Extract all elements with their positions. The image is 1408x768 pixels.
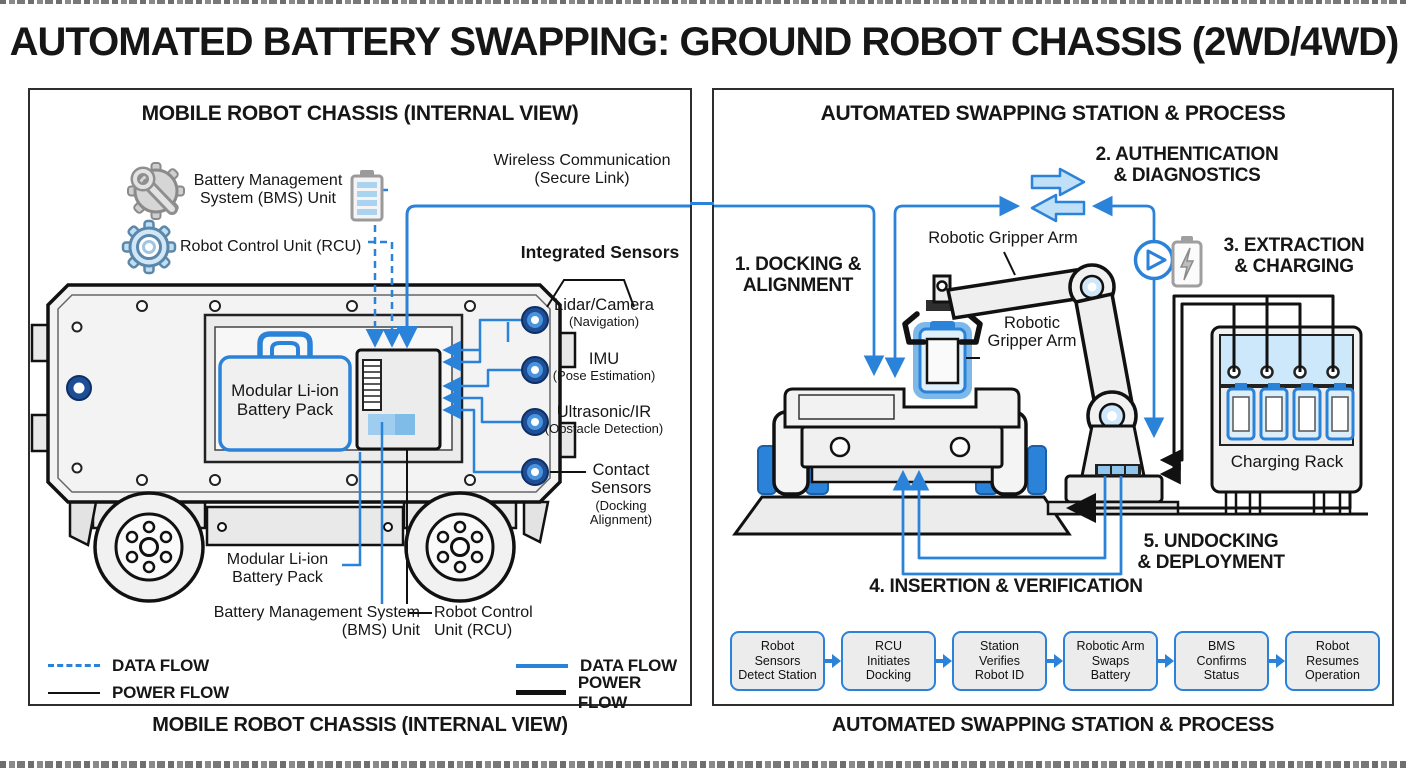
rcu-pointer-label: Robot Control Unit (RCU) [434, 604, 533, 639]
sensor-label-lidar: Lidar/Camera (Navigation) [554, 296, 654, 330]
battery-icon [350, 170, 384, 222]
step-insertion-label: 4. INSERTION & VERIFICATION [869, 576, 1143, 597]
swapping-station-panel: AUTOMATED SWAPPING STATION & PROCESS 2. … [712, 88, 1394, 706]
battery-pack-label: Modular Li-ion Battery Pack [231, 381, 339, 420]
sensor-wiring [442, 318, 535, 474]
left-panel-caption: MOBILE ROBOT CHASSIS (INTERNAL VIEW) [152, 714, 568, 736]
rcu-label: Robot Control Unit (RCU) [180, 238, 362, 255]
step-docking-label: 1. DOCKING & ALIGNMENT [734, 254, 862, 297]
legend-item: POWER FLOW [516, 673, 690, 712]
legend-item: DATA FLOW [516, 652, 690, 679]
process-step-box: Robot Resumes Operation [1285, 631, 1380, 691]
legend-item: DATA FLOW [48, 652, 229, 679]
pointer-lines [966, 251, 1016, 359]
left-panel-header: MOBILE ROBOT CHASSIS (INTERNAL VIEW) [141, 102, 579, 125]
station-drawing [714, 167, 1368, 576]
rack-battery-slots [1226, 383, 1355, 441]
flow-arrow-icon [825, 654, 841, 668]
chassis-bolts [71, 300, 476, 486]
legend-left: DATA FLOW POWER FLOW [48, 652, 229, 706]
flow-arrow-icon [936, 654, 952, 668]
sensor-ports [521, 306, 549, 486]
flow-arrow-icon [1047, 654, 1063, 668]
bms-pointer-label: Battery Management System (BMS) Unit [213, 604, 420, 639]
battery-charge-icon [1171, 236, 1203, 288]
integrated-sensors-label: Integrated Sensors [520, 242, 680, 262]
process-step-box: Robotic Arm Swaps Battery [1063, 631, 1158, 691]
process-step-box: RCU Initiates Docking [841, 631, 936, 691]
thick-black-line-swatch [516, 690, 566, 695]
sensor-label-contact: Contact Sensors (Docking Alignment) [589, 461, 653, 528]
right-panel-header: AUTOMATED SWAPPING STATION & PROCESS [820, 102, 1286, 125]
sensor-label-imu: IMU (Pose Estimation) [552, 350, 656, 384]
docked-robot [757, 387, 1047, 496]
right-panel-caption: AUTOMATED SWAPPING STATION & PROCESS [831, 714, 1275, 736]
wheel-left [93, 491, 205, 603]
gear-icon [121, 219, 177, 275]
data-flow-lines [714, 195, 1165, 576]
gripper-arm-label-2: Robotic Gripper Arm [987, 314, 1077, 351]
solid-blue-line-swatch [516, 663, 568, 668]
legend-item: POWER FLOW [48, 679, 229, 706]
bottom-artifact-strip [0, 761, 1408, 768]
mobile-robot-chassis-panel: MOBILE ROBOT CHASSIS (INTERNAL VIEW) Bat… [28, 88, 692, 712]
wireless-communication-label: Wireless Communication (Secure Link) [493, 152, 671, 187]
top-artifact-strip [0, 0, 1408, 4]
dashed-line-swatch [48, 664, 100, 667]
step-authentication-label: 2. AUTHENTICATION & DIAGNOSTICS [1095, 144, 1279, 187]
thin-line-swatch [48, 691, 100, 694]
flow-arrow-icon [1269, 654, 1285, 668]
pointer-lines [342, 279, 635, 614]
process-flow-row: Robot Sensors Detect Station RCU Initiat… [730, 628, 1380, 694]
process-step-box: BMS Confirms Status [1174, 631, 1269, 691]
swapped-battery [913, 321, 972, 399]
power-flow-wires [1066, 294, 1352, 523]
wireless-link-connector [690, 202, 714, 205]
page-title: AUTOMATED BATTERY SWAPPING: GROUND ROBOT… [9, 20, 1400, 64]
charging-rack [1210, 325, 1363, 516]
step-extraction-label: 3. EXTRACTION & CHARGING [1223, 235, 1365, 278]
gripper-arm-label: Robotic Gripper Arm [928, 229, 1078, 247]
charging-rack-label: Charging Rack [1230, 452, 1344, 471]
chassis-drawing [30, 162, 690, 614]
legend-right: DATA FLOW POWER FLOW [516, 652, 690, 712]
flow-arrow-icon [1158, 654, 1174, 668]
process-step-box: Station Verifies Robot ID [952, 631, 1047, 691]
play-icon [1133, 239, 1175, 281]
robot-top-deck [783, 387, 1021, 429]
sensor-label-ultrasonic: Ultrasonic/IR (Obstacle Detection) [544, 403, 664, 437]
step-undocking-label: 5. UNDOCKING & DEPLOYMENT [1137, 531, 1285, 574]
process-step-box: Robot Sensors Detect Station [730, 631, 825, 691]
battery-pack-pointer-label: Modular Li-ion Battery Pack [226, 551, 329, 586]
wheel-right [404, 491, 516, 603]
modular-battery-pack [218, 331, 352, 452]
bms-unit-label: Battery Management System (BMS) Unit [193, 172, 343, 207]
bms-rcu-unit [355, 348, 442, 451]
gear-wrench-icon [127, 162, 185, 220]
swap-arrows-icon [1030, 167, 1086, 223]
